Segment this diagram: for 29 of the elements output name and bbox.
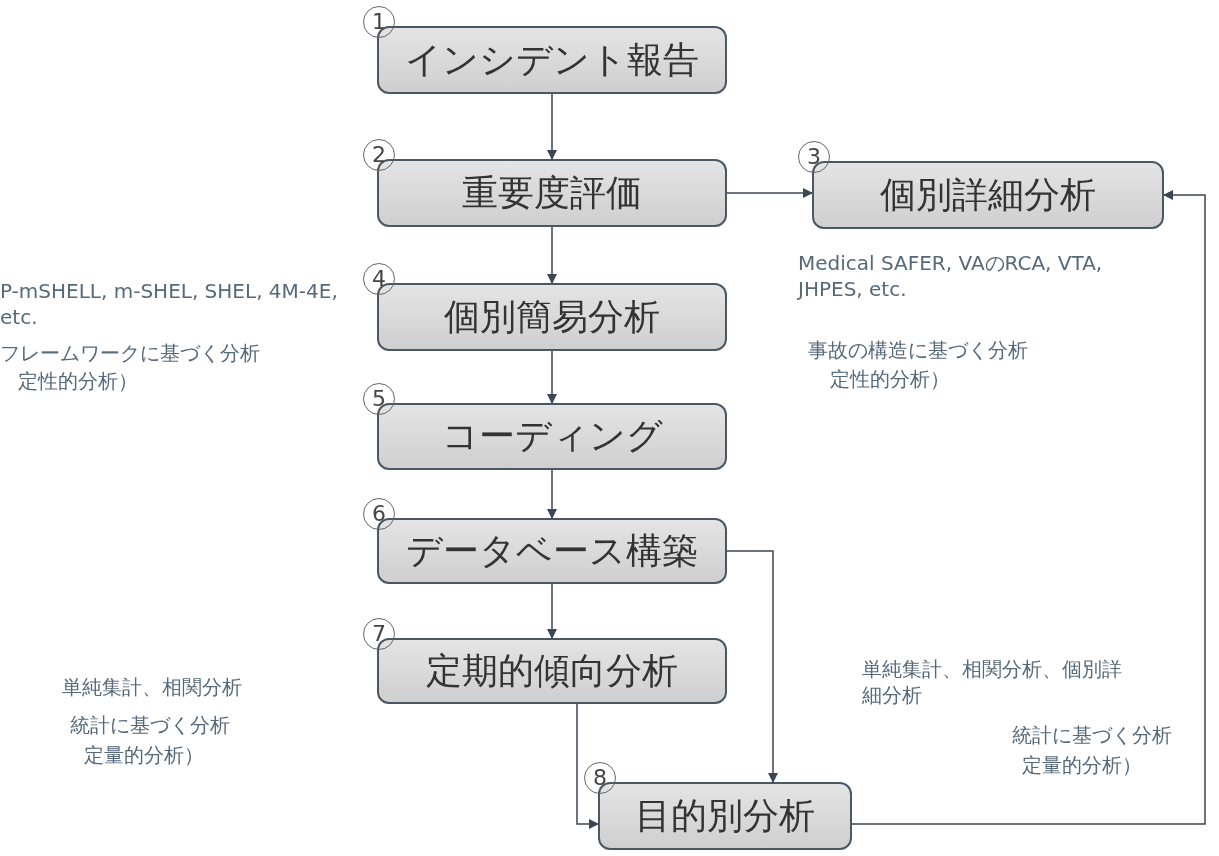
arrow <box>547 93 557 160</box>
note-text: 統計に基づく分析 <box>70 712 230 738</box>
note-text: Medical SAFER, VAのRCA, VTA, JHPES, etc. <box>798 250 1104 302</box>
note-text: 定量的分析） <box>84 742 204 768</box>
step-label: コーディング <box>441 414 663 458</box>
note-text: フレームワークに基づく分析 <box>0 340 260 366</box>
note-text: 事故の構造に基づく分析 <box>808 337 1028 363</box>
note-text: P-mSHELL, m-SHEL, SHEL, 4M-4E, etc. <box>0 278 339 330</box>
step-label: データベース構築 <box>406 528 698 573</box>
arrow <box>726 550 778 783</box>
arrow <box>547 350 557 404</box>
arrow <box>576 703 599 829</box>
note-text: 統計に基づく分析 <box>1012 722 1172 748</box>
arrow <box>547 583 557 639</box>
step-label: 個別詳細分析 <box>880 172 1096 217</box>
note-text: 単純集計、相関分析、個別詳細分析 <box>862 656 1123 708</box>
note-text: 定性的分析） <box>830 366 950 392</box>
step-label: インシデント報告 <box>405 37 699 82</box>
step-label: 重要度評価 <box>462 170 642 215</box>
step-label: 定期的傾向分析 <box>426 648 678 693</box>
arrow <box>547 226 557 284</box>
arrow <box>726 188 813 198</box>
step-label: 目的別分析 <box>635 793 815 838</box>
note-text: 単純集計、相関分析 <box>62 674 242 700</box>
arrow <box>851 190 1206 825</box>
note-text: 定量的分析） <box>1022 752 1142 778</box>
step-label: 個別簡易分析 <box>444 294 660 339</box>
arrow <box>547 469 557 519</box>
note-text: 定性的分析） <box>18 368 138 394</box>
